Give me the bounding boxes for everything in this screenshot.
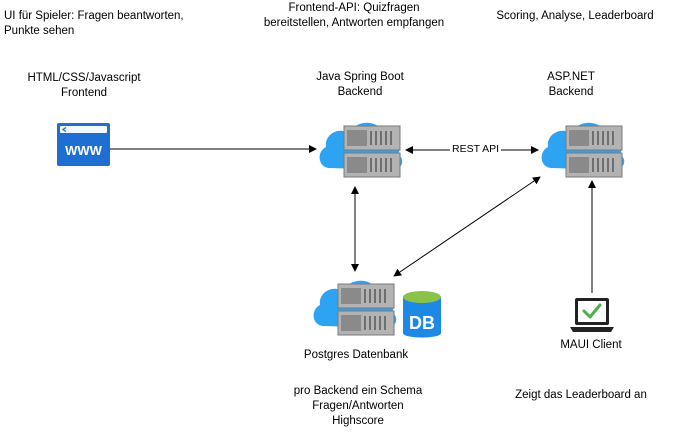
rest-api-label: REST API [450, 143, 502, 156]
frontend-label-line2: Frontend [60, 87, 108, 99]
leaderboard-note: Zeigt das Leaderboard an [515, 389, 647, 401]
spring-cloud-server-icon [316, 112, 408, 184]
database-icon-text: DB [409, 313, 435, 333]
schema-line2: Fragen/Antworten [312, 400, 404, 412]
database-icon: DB [401, 289, 443, 341]
aspnet-label-line2: Backend [548, 86, 594, 98]
schema-line3: Highscore [332, 415, 384, 427]
laptop-check-icon [570, 297, 614, 333]
ui-note: UI für Spieler: Fragen beantworten, Punk… [4, 9, 184, 39]
spring-label-line1: Java Spring Boot [316, 71, 404, 83]
schema-line1: pro Backend ein Schema [293, 385, 423, 397]
frontend-api-line1: Frontend-API: Quizfragen [288, 2, 420, 14]
browser-www-text: WWW [65, 143, 103, 158]
ui-note-line2: Punkte sehen [4, 25, 75, 37]
frontend-label-line1: HTML/CSS/Javascript [27, 72, 141, 84]
schema-note: pro Backend ein Schema Fragen/Antworten … [294, 384, 423, 429]
postgres-label: Postgres Datenbank [303, 349, 409, 361]
aspnet-label: ASP.NET Backend [547, 70, 595, 100]
aspnet-label-line1: ASP.NET [547, 71, 595, 83]
aspnet-cloud-server-icon [538, 112, 630, 184]
spring-label-line2: Backend [337, 86, 383, 98]
frontend-api-line2: bereitstellen, Antworten empfangen [263, 17, 445, 29]
edge-aspnet-postgres [393, 176, 541, 277]
maui-label: MAUI Client [560, 339, 622, 351]
frontend-api-note: Frontend-API: Quizfragen bereitstellen, … [264, 1, 444, 31]
postgres-cloud-server-icon [310, 270, 402, 342]
spring-label: Java Spring Boot Backend [316, 70, 404, 100]
browser-www-icon: WWW [57, 123, 110, 166]
frontend-label: HTML/CSS/Javascript Frontend [27, 71, 140, 101]
ui-note-line1: UI für Spieler: Fragen beantworten, [4, 10, 184, 22]
scoring-note: Scoring, Analyse, Leaderboard [496, 10, 654, 22]
